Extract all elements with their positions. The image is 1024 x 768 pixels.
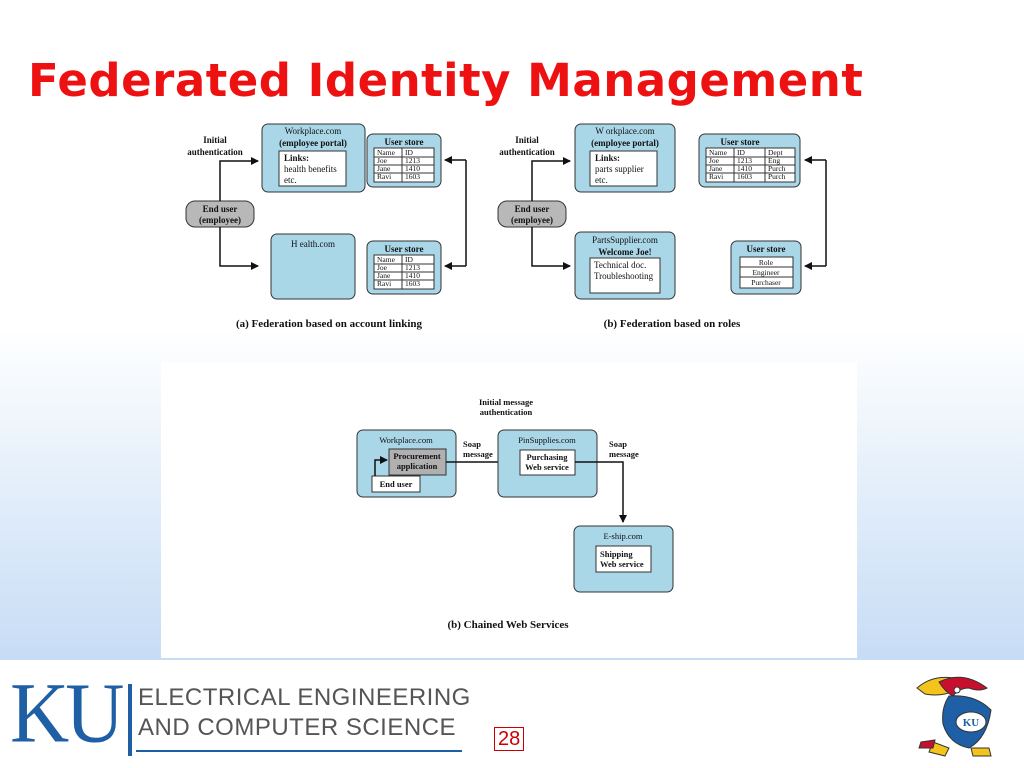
page-number: 28 [494,727,525,751]
svg-text:Workplace.com: Workplace.com [379,435,433,445]
svg-text:Engineer: Engineer [752,268,780,277]
svg-text:Troubleshooting: Troubleshooting [594,271,654,281]
figure-a-caption: (a) Federation based on account linking [236,318,423,330]
svg-text:application: application [397,461,438,471]
figure-a: Initial authentication End user (employe… [185,123,467,330]
svg-text:Joe: Joe [377,156,388,165]
svg-text:Purchasing: Purchasing [527,452,569,462]
ku-logo: KU [10,664,124,761]
user-store-b-top: User store Name ID Dept Joe 1213 Eng Jan… [698,133,801,188]
svg-text:End user: End user [203,204,238,214]
figure-b: Initial authentication End user (employe… [497,123,827,330]
svg-text:(employee portal): (employee portal) [279,138,347,148]
chained-services-panel [161,362,857,658]
svg-text:Ravi: Ravi [377,172,391,181]
svg-text:Jane: Jane [709,164,723,173]
svg-text:ID: ID [405,148,413,157]
svg-text:etc.: etc. [284,175,297,185]
svg-text:Procurement: Procurement [393,451,441,461]
svg-text:Role: Role [759,258,774,267]
svg-text:Purch: Purch [768,172,786,181]
svg-text:authentication: authentication [480,407,533,417]
svg-text:User store: User store [747,244,786,254]
slide-title: Federated Identity Management [28,54,864,107]
svg-text:Dept: Dept [768,148,783,157]
svg-text:health benefits: health benefits [284,164,337,174]
svg-text:Ravi: Ravi [709,172,723,181]
health-node [270,233,356,300]
svg-text:Soap: Soap [463,439,481,449]
svg-text:H ealth.com: H ealth.com [291,239,335,249]
svg-text:Web service: Web service [600,559,644,569]
svg-text:etc.: etc. [595,175,608,185]
svg-text:E-ship.com: E-ship.com [604,531,643,541]
svg-text:User store: User store [721,137,760,147]
svg-text:1410: 1410 [405,271,420,280]
svg-text:1213: 1213 [405,156,420,165]
svg-text:Initial: Initial [515,135,539,145]
figure-b-caption: (b) Federation based on roles [604,318,741,330]
svg-text:1410: 1410 [737,164,752,173]
svg-text:PinSupplies.com: PinSupplies.com [518,435,576,445]
svg-text:Name: Name [377,148,396,157]
svg-text:Workplace.com: Workplace.com [285,126,342,136]
svg-text:End user: End user [380,479,413,489]
svg-text:authentication: authentication [187,147,243,157]
svg-text:Soap: Soap [609,439,627,449]
svg-text:authentication: authentication [499,147,555,157]
svg-text:ID: ID [405,255,413,264]
svg-text:Ravi: Ravi [377,279,391,288]
svg-text:Jane: Jane [377,164,391,173]
user-store-b-roles: User store Role Engineer Purchaser [730,240,802,295]
svg-text:message: message [463,449,493,459]
svg-text:Joe: Joe [709,156,720,165]
svg-text:User store: User store [385,244,424,254]
svg-text:(employee): (employee) [199,215,241,225]
dept-name-line2: AND COMPUTER SCIENCE [138,714,457,741]
mascot-label: KU [963,717,980,729]
user-store-a-bottom: User store Name ID Joe 1213 Jane 1410 Ra… [366,240,442,295]
svg-text:Name: Name [377,255,396,264]
svg-text:(employee): (employee) [511,215,553,225]
jayhawk-icon: KU [916,676,992,757]
svg-text:1213: 1213 [737,156,752,165]
user-store-a-top: User store Name ID Joe 1213 Jane 1410 Ra… [366,133,442,188]
svg-text:Name: Name [709,148,728,157]
svg-text:Web service: Web service [525,462,569,472]
svg-text:PartsSupplier.com: PartsSupplier.com [592,235,658,245]
svg-text:Initial message: Initial message [479,397,533,407]
svg-text:1213: 1213 [405,263,420,272]
svg-text:parts supplier: parts supplier [595,164,644,174]
svg-text:ID: ID [737,148,745,157]
svg-text:Links:: Links: [595,153,620,163]
svg-text:W orkplace.com: W orkplace.com [595,126,654,136]
dept-name-line1: ELECTRICAL ENGINEERING [138,684,471,711]
svg-text:1603: 1603 [405,172,420,181]
figure-c: Initial message authentication Workplace… [356,397,674,631]
svg-text:Joe: Joe [377,263,388,272]
svg-text:User store: User store [385,137,424,147]
dept-underline [136,750,462,752]
svg-text:Links:: Links: [284,153,309,163]
logo-divider [128,684,132,756]
initial-auth-label: Initial [203,135,227,145]
svg-text:1603: 1603 [737,172,752,181]
svg-text:message: message [609,449,639,459]
svg-text:Eng: Eng [768,156,780,165]
svg-text:Purchaser: Purchaser [751,278,781,287]
svg-text:Welcome Joe!: Welcome Joe! [598,247,651,257]
svg-text:(employee portal): (employee portal) [591,138,659,148]
svg-text:1410: 1410 [405,164,420,173]
svg-text:End user: End user [515,204,550,214]
svg-text:Purch: Purch [768,164,786,173]
svg-text:1603: 1603 [405,279,420,288]
figure-c-caption: (b) Chained Web Services [447,619,569,631]
svg-text:Technical doc.: Technical doc. [594,260,646,270]
svg-text:Shipping: Shipping [600,549,633,559]
svg-text:Jane: Jane [377,271,391,280]
